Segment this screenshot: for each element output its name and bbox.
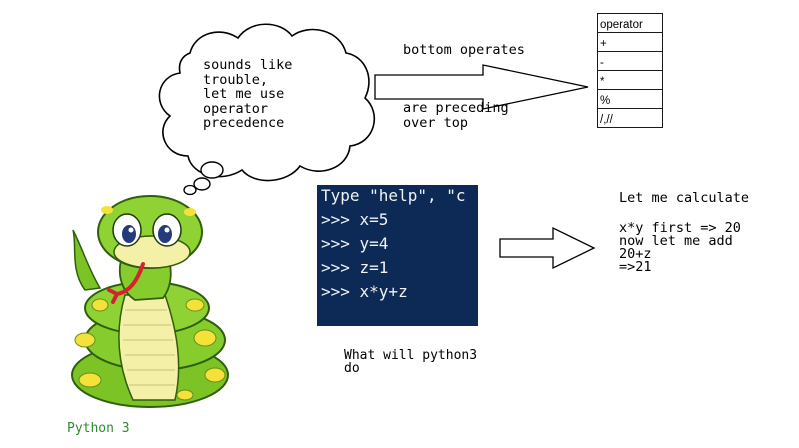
table-cell: %	[597, 89, 663, 109]
calculation-steps: x*y first => 20 now let me add 20+z =>21	[619, 220, 741, 275]
table-header-operator: operator	[597, 13, 663, 33]
table-cell: +	[597, 32, 663, 52]
table-row: -	[597, 51, 669, 71]
terminal-line: Type "help", "c	[321, 186, 466, 205]
arrow-label-preceding: are preceding over top	[403, 100, 509, 131]
thought-bubble-icon	[158, 23, 376, 196]
python-snake-mascot-icon	[71, 195, 229, 408]
thought-bubble-text: sounds like trouble, let me use operator…	[203, 57, 293, 131]
arrow-label-bottom-operates: bottom operates	[403, 42, 525, 58]
operator-precedence-table: operator + - * % /,//	[597, 13, 669, 128]
table-cell: /,//	[597, 108, 663, 128]
table-row: +	[597, 32, 669, 52]
calculation-title: Let me calculate	[619, 190, 750, 206]
terminal-line: >>> x=5	[321, 210, 389, 229]
table-row: %	[597, 89, 669, 109]
python-3-label: Python 3	[67, 421, 130, 436]
question-text: What will python3 do	[344, 348, 478, 376]
python-terminal: Type "help", "c >>> x=5 >>> y=4 >>> z=1 …	[317, 185, 478, 326]
terminal-line: >>> x*y+z	[321, 282, 408, 301]
terminal-line: >>> y=4	[321, 234, 389, 253]
terminal-line: >>> z=1	[321, 258, 389, 277]
right-arrow-icon	[374, 64, 589, 110]
table-row: /,//	[597, 108, 669, 128]
table-row: operator	[597, 13, 669, 33]
table-row: *	[597, 70, 669, 90]
right-arrow-icon	[499, 226, 596, 270]
table-cell: -	[597, 51, 663, 71]
table-cell: *	[597, 70, 663, 90]
